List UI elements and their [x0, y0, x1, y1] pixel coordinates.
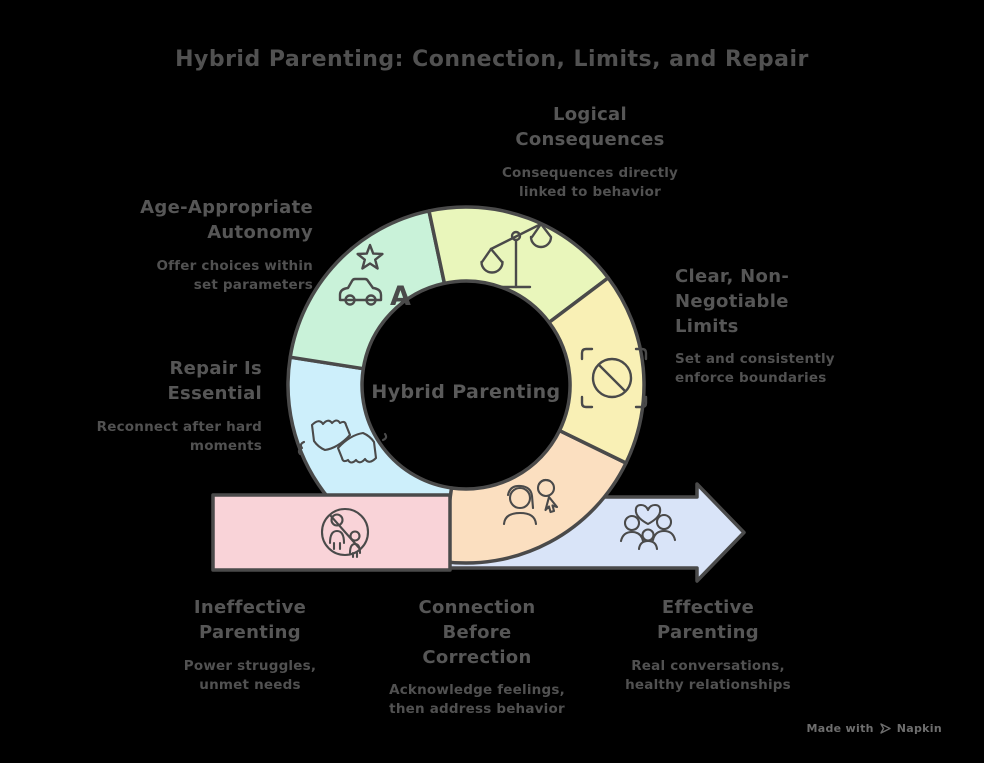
node-heading: Connection Before Correction — [418, 597, 536, 668]
node-heading: Repair Is Essential — [167, 358, 262, 404]
label-logical-consequences: Logical Consequences Consequences direct… — [440, 103, 740, 201]
prohibition-frame-icon — [580, 347, 648, 409]
node-heading: Ineffective Parenting — [193, 597, 307, 643]
car-choice-letter: A — [390, 281, 411, 312]
segment-age-appropriate-autonomy — [288, 209, 447, 371]
node-subtext: Offer choices within set parameters — [156, 257, 313, 293]
family-heart-icon — [619, 503, 677, 551]
segment-clear-limits — [547, 276, 646, 465]
star-car-icon: A — [338, 243, 411, 312]
label-clear-non-negotiable-limits: Clear, Non- Negotiable Limits Set and co… — [675, 265, 905, 388]
node-subtext: Real conversations, healthy relationship… — [625, 657, 791, 693]
watermark-brand: Napkin — [896, 722, 942, 735]
center-label: Hybrid Parenting — [371, 381, 561, 403]
watermark-prefix: Made with — [806, 722, 874, 735]
label-ineffective-parenting: Ineffective Parenting Power struggles, u… — [130, 596, 370, 694]
node-subtext: Consequences directly linked to behavior — [501, 164, 679, 200]
node-heading: Age-Appropriate Autonomy — [140, 197, 313, 243]
node-subtext: Set and consistently enforce boundaries — [675, 351, 835, 387]
node-heading: Effective Parenting — [657, 597, 759, 643]
reconnecting-hands-icon — [297, 419, 388, 464]
node-heading: Clear, Non- Negotiable Limits — [675, 266, 790, 337]
watermark: Made with Napkin — [807, 722, 943, 735]
napkin-logo-icon — [880, 723, 891, 734]
parent-child-icon — [502, 478, 559, 526]
no-parenting-icon — [320, 507, 370, 559]
segment-logical-consequences — [427, 205, 610, 325]
label-repair-is-essential: Repair Is Essential Reconnect after hard… — [42, 357, 262, 455]
node-subtext: Acknowledge feelings, then address behav… — [389, 682, 565, 718]
node-subtext: Power struggles, unmet needs — [183, 657, 317, 693]
label-connection-before-correction: Connection Before Correction Acknowledge… — [357, 596, 597, 719]
node-heading: Logical Consequences — [515, 104, 665, 150]
balance-scale-icon — [480, 222, 553, 289]
label-effective-parenting: Effective Parenting Real conversations, … — [588, 596, 828, 694]
node-subtext: Reconnect after hard moments — [96, 418, 262, 454]
page-title: Hybrid Parenting: Connection, Limits, an… — [175, 47, 809, 72]
label-age-appropriate-autonomy: Age-Appropriate Autonomy Offer choices w… — [68, 196, 313, 294]
